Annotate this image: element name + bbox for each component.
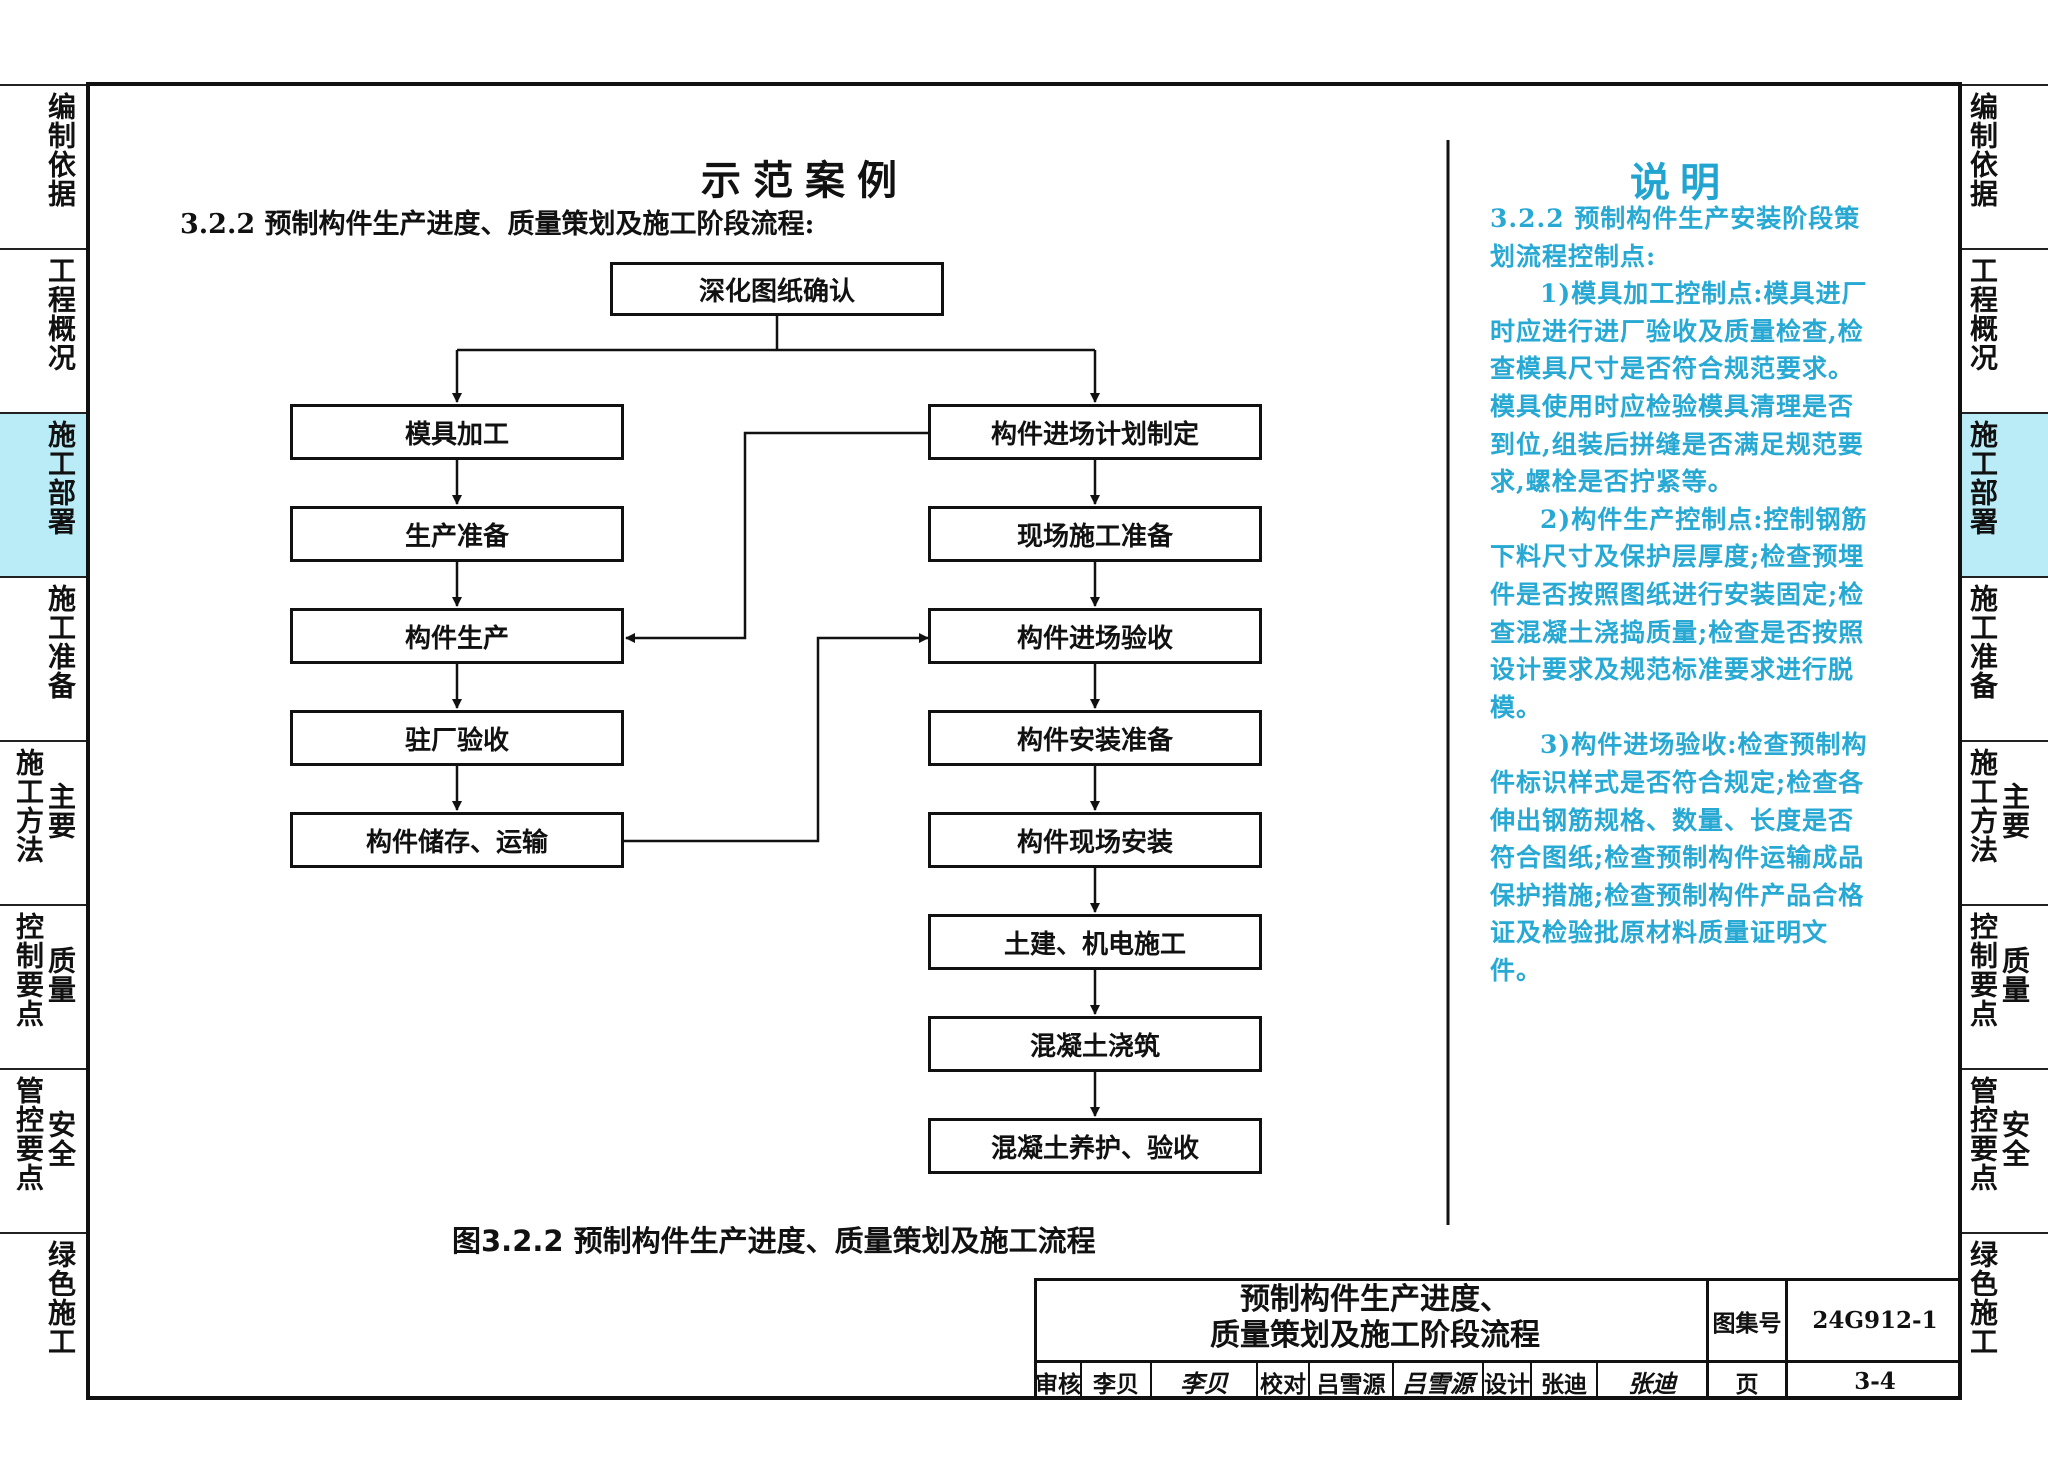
flow-node: 混凝土养护、验收 xyxy=(928,1118,1262,1174)
flow-node: 构件进场计划制定 xyxy=(928,404,1262,460)
flow-node-top: 深化图纸确认 xyxy=(610,262,944,316)
designer-name: 张迪 xyxy=(1541,1370,1587,1398)
tab-construction-preparation[interactable]: 施工准备 xyxy=(1962,576,2048,740)
tab-construction-deployment[interactable]: 施工部署 xyxy=(0,412,86,576)
checker-signature: 吕雪源 xyxy=(1402,1369,1474,1398)
designer-signature: 张迪 xyxy=(1628,1369,1676,1398)
page-title: 示范案例 xyxy=(701,158,909,204)
drawing-title: 预制构件生产进度、 质量策划及施工阶段流程 xyxy=(1210,1282,1540,1353)
connector-top xyxy=(457,314,1095,352)
flow-node: 生产准备 xyxy=(290,506,624,562)
figure-caption: 图3.2.2 预制构件生产进度、质量策划及施工流程 xyxy=(452,1224,1096,1258)
tab-project-overview[interactable]: 工程概况 xyxy=(1962,248,2048,412)
flow-node: 构件安装准备 xyxy=(928,710,1262,766)
tab-green-construction[interactable]: 绿色施工 xyxy=(1962,1232,2048,1400)
tab-compilation-basis[interactable]: 编制依据 xyxy=(1962,84,2048,248)
tab-main-methods[interactable]: 施工方法 主要 xyxy=(1962,740,2048,904)
title-block xyxy=(1034,1278,1962,1400)
tab-green-construction[interactable]: 绿色施工 xyxy=(0,1232,86,1400)
tab-compilation-basis[interactable]: 编制依据 xyxy=(0,84,86,248)
reviewer-name: 李贝 xyxy=(1093,1370,1139,1398)
notes-heading: 3.2.2 预制构件生产安装阶段策划流程控制点: xyxy=(1490,204,1861,271)
tab-safety-control[interactable]: 管控要点 安全 xyxy=(0,1068,86,1232)
section-heading: 3.2.2 预制构件生产进度、质量策划及施工阶段流程: xyxy=(180,209,815,240)
check-label: 校对 xyxy=(1260,1370,1306,1398)
drawing-frame xyxy=(86,82,1962,1400)
flow-node: 驻厂验收 xyxy=(290,710,624,766)
flow-node: 土建、机电施工 xyxy=(928,914,1262,970)
connector-plan-to-production xyxy=(625,431,930,643)
review-label: 审核 xyxy=(1035,1370,1081,1398)
atlas-number: 24G912-1 xyxy=(1812,1307,1938,1334)
flow-node: 现场施工准备 xyxy=(928,506,1262,562)
tab-construction-preparation[interactable]: 施工准备 xyxy=(0,576,86,740)
flow-node: 混凝土浇筑 xyxy=(928,1016,1262,1072)
notes-body: 3.2.2 预制构件生产安装阶段策划流程控制点: 1)模具加工控制点:模具进厂时… xyxy=(1490,200,1870,989)
reviewer-signature: 李贝 xyxy=(1180,1369,1228,1398)
page-number: 3-4 xyxy=(1854,1368,1896,1395)
page-label: 页 xyxy=(1735,1370,1759,1398)
notes-item: 1)模具加工控制点:模具进厂时应进行进厂验收及质量检查,检查模具尺寸是否符合规范… xyxy=(1490,279,1868,497)
checker-name: 吕雪源 xyxy=(1316,1370,1386,1398)
flow-node: 模具加工 xyxy=(290,404,624,460)
flow-node: 构件进场验收 xyxy=(928,608,1262,664)
flow-node: 构件储存、运输 xyxy=(290,812,624,868)
tab-safety-control[interactable]: 管控要点 安全 xyxy=(1962,1068,2048,1232)
flow-node: 构件生产 xyxy=(290,608,624,664)
notes-item: 3)构件进场验收:检查预制构件标识样式是否符合规定;检查各伸出钢筋规格、数量、长… xyxy=(1490,730,1868,985)
design-label: 设计 xyxy=(1484,1370,1530,1398)
tab-construction-deployment[interactable]: 施工部署 xyxy=(1962,412,2048,576)
tab-quality-control[interactable]: 控制要点 质量 xyxy=(1962,904,2048,1068)
tab-project-overview[interactable]: 工程概况 xyxy=(0,248,86,412)
flow-node: 构件现场安装 xyxy=(928,812,1262,868)
notes-title: 说明 xyxy=(1630,160,1730,206)
notes-item: 2)构件生产控制点:控制钢筋下料尺寸及保护层厚度;检查预埋件是否按照图纸进行安装… xyxy=(1490,504,1868,722)
atlas-label: 图集号 xyxy=(1712,1309,1782,1337)
connector-transport-to-acceptance xyxy=(624,633,929,843)
tab-main-methods[interactable]: 施工方法 主要 xyxy=(0,740,86,904)
tab-quality-control[interactable]: 控制要点 质量 xyxy=(0,904,86,1068)
